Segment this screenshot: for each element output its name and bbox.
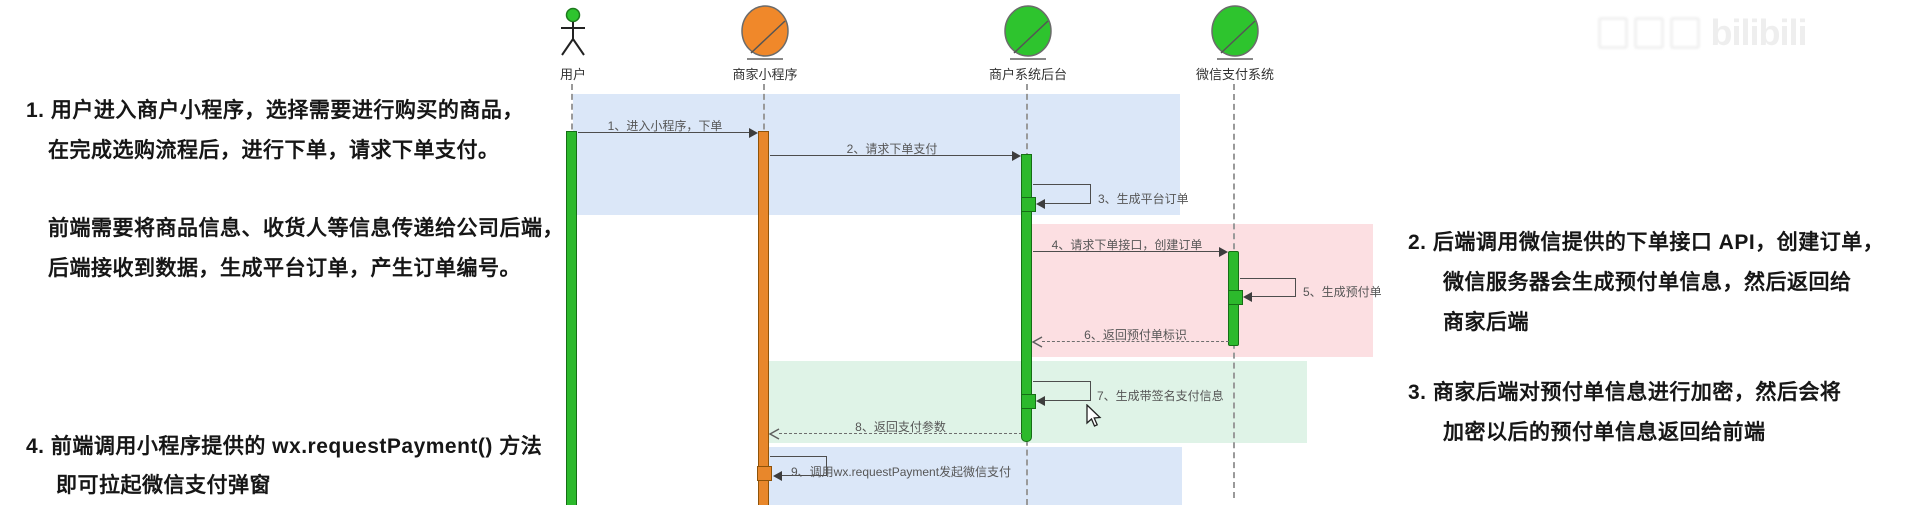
- message-3-loop-top: [1033, 184, 1091, 185]
- note-left-2-line2: 后端接收到数据，生成平台订单，产生订单编号。: [48, 257, 521, 280]
- message-4-label: 4、请求下单接口，创建订单: [1051, 238, 1203, 252]
- message-7-loop-bottom: [1045, 400, 1091, 401]
- message-1-label: 1、进入小程序，下单: [607, 119, 723, 133]
- message-7-loop-side: [1090, 381, 1091, 401]
- message-4-line: [1033, 251, 1221, 252]
- message-6-label: 6、返回预付单标识: [1084, 328, 1187, 342]
- actor-miniapp-label: 商家小程序: [732, 67, 798, 82]
- watermark-glyph: [1670, 17, 1700, 49]
- watermark-glyph: [1634, 17, 1664, 49]
- message-1-line: [578, 132, 752, 133]
- message-6-arrowhead: [1032, 336, 1043, 348]
- actor-user-icon: [561, 7, 585, 56]
- message-9-loop-side: [826, 456, 827, 476]
- message-5-arrowhead: [1243, 292, 1252, 302]
- note-left-4-line1: 4. 前端调用小程序提供的 wx.requestPayment() 方法: [26, 435, 543, 458]
- message-3-activation-square: [1021, 197, 1036, 212]
- actor-user-label: 用户: [559, 67, 586, 82]
- note-left-1-line1: 1. 用户进入商户小程序，选择需要进行购买的商品，: [26, 99, 524, 122]
- message-2-label: 2、请求下单支付: [846, 142, 938, 156]
- actor-backend-label: 商户系统后台: [988, 67, 1067, 82]
- message-5-loop-bottom: [1252, 296, 1296, 297]
- message-3-loop-side: [1090, 184, 1091, 204]
- bilibili-logo: bilibili: [1710, 12, 1807, 53]
- message-8-line: [779, 433, 1022, 434]
- message-5-activation-square: [1228, 290, 1243, 305]
- note-left-1-line2: 在完成选购流程后，进行下单，请求下单支付。: [48, 139, 500, 162]
- activation-user: [566, 131, 577, 505]
- message-9-activation-square: [757, 466, 772, 481]
- message-9-loop-top: [770, 456, 827, 457]
- actor-wxpay-label: 微信支付系统: [1195, 67, 1274, 82]
- note-right-3-line2: 加密以后的预付单信息返回给前端: [1443, 421, 1766, 444]
- activation-backend: [1021, 154, 1032, 442]
- message-6-line: [1042, 341, 1229, 342]
- message-8-arrowhead: [769, 428, 780, 440]
- phase-region-prepay: [1028, 224, 1373, 357]
- message-9-loop-bottom: [782, 475, 827, 476]
- message-5-loop-side: [1295, 278, 1296, 297]
- message-2-line: [770, 155, 1014, 156]
- message-3-label: 3、生成平台订单: [1098, 192, 1189, 206]
- note-right-3-line1: 3. 商家后端对预付单信息进行加密，然后会将: [1408, 381, 1842, 404]
- note-right-2-line2: 微信服务器会生成预付单信息，然后返回给: [1443, 271, 1852, 294]
- message-2-arrowhead: [1012, 151, 1021, 161]
- activation-miniapp: [758, 131, 769, 505]
- message-1-arrowhead: [749, 128, 758, 138]
- mouse-cursor-icon: [1086, 404, 1102, 427]
- message-4-arrowhead: [1219, 247, 1228, 257]
- message-9-label: 9、调用wx.requestPayment发起微信支付: [791, 465, 1012, 479]
- actor-wxpay-icon: [1211, 5, 1259, 60]
- phase-region-pay: [762, 447, 1182, 505]
- actor-miniapp-icon: [741, 5, 789, 60]
- message-9-arrowhead: [773, 471, 782, 481]
- note-left-2-line1: 前端需要将商品信息、收货人等信息传递给公司后端，: [48, 217, 564, 240]
- note-left-4-line2: 即可拉起微信支付弹窗: [56, 474, 271, 497]
- note-right-2-line3: 商家后端: [1443, 311, 1529, 334]
- watermark-glyph: [1598, 17, 1628, 49]
- message-8-label: 8、返回支付参数: [855, 420, 946, 434]
- message-5-loop-top: [1240, 278, 1296, 279]
- message-7-loop-top: [1033, 381, 1091, 382]
- message-7-activation-square: [1021, 394, 1036, 409]
- note-right-2-line1: 2. 后端调用微信提供的下单接口 API，创建订单，: [1408, 231, 1885, 254]
- message-3-loop-bottom: [1045, 203, 1091, 204]
- actor-backend-icon: [1004, 5, 1052, 60]
- phase-region-order: [573, 94, 1180, 215]
- watermark: bilibili: [1598, 12, 1807, 54]
- message-5-label: 5、生成预付单: [1303, 285, 1382, 299]
- message-7-arrowhead: [1036, 396, 1045, 406]
- message-7-label: 7、生成带签名支付信息: [1097, 389, 1224, 403]
- message-3-arrowhead: [1036, 199, 1045, 209]
